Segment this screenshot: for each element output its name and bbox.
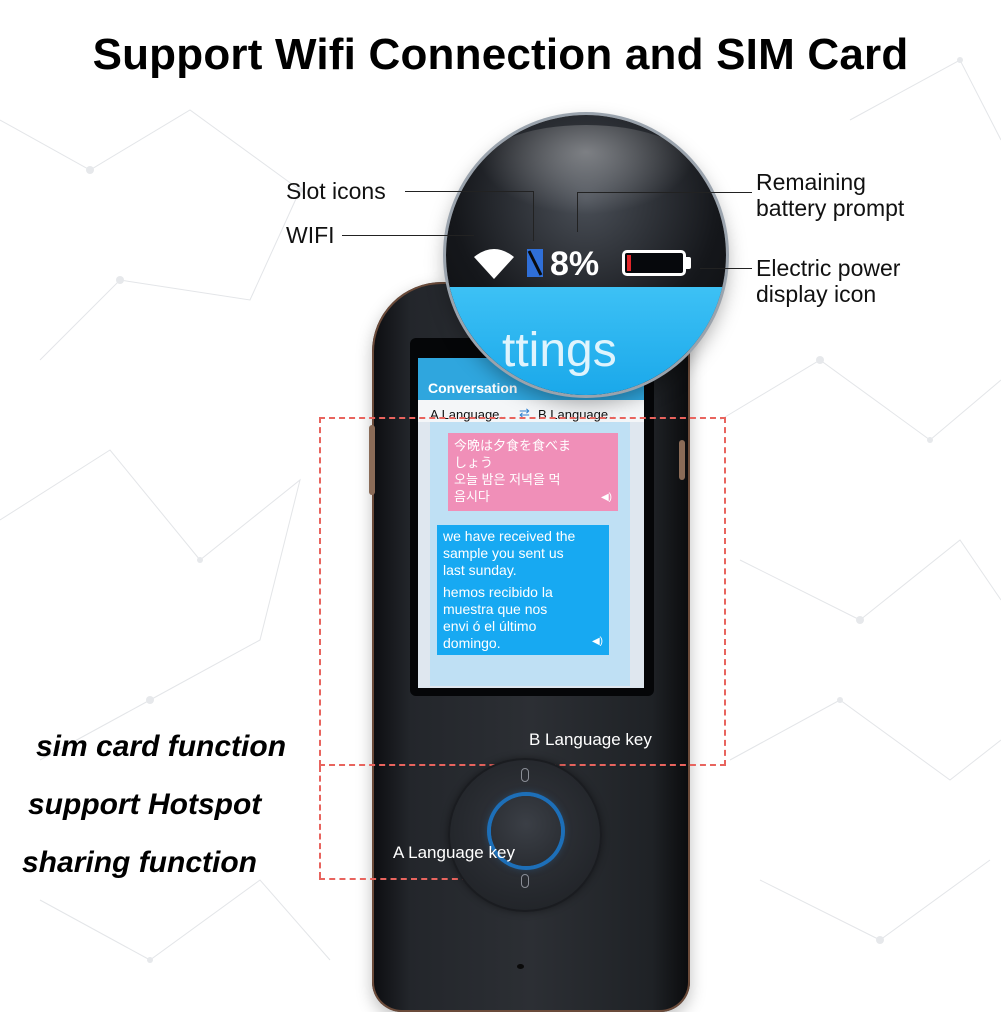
bubble-text: muestra que nos (443, 601, 548, 617)
bubble-text: 今晩は夕食を食べま (454, 438, 572, 453)
magnified-settings-text: ttings (502, 324, 617, 377)
leader-line (577, 192, 752, 193)
callout-power-icon-1: Electric power (756, 255, 901, 281)
side-button (369, 425, 375, 495)
chevron-down-icon: ⌄ (499, 411, 507, 421)
swap-languages-icon[interactable]: ⇄ (519, 405, 530, 420)
leader-line (342, 235, 474, 236)
magnifier-lens: ttings 8% (446, 115, 726, 395)
callout-power-icon-2: display icon (756, 281, 877, 307)
bubble-text: domingo. (443, 635, 501, 651)
leader-line (700, 268, 752, 269)
microphone-hole (517, 964, 524, 969)
page-title: Support Wifi Connection and SIM Card (92, 30, 909, 79)
dashed-pointer (319, 766, 321, 878)
battery-tip (686, 257, 691, 269)
side-button (679, 440, 685, 480)
feature-sharing: sharing function (22, 846, 257, 879)
b-language-key-label: B Language key (529, 730, 652, 749)
speaker-icon[interactable]: ◀) (600, 492, 612, 503)
microphone-icon (521, 768, 529, 782)
chevron-down-icon: ⌄ (608, 411, 616, 421)
leader-line (577, 192, 578, 232)
dashed-callout-box (319, 417, 726, 766)
microphone-icon (521, 874, 529, 888)
callout-slot-icons: Slot icons (286, 178, 386, 204)
battery-icon (622, 250, 686, 276)
bubble-text: we have received the (443, 528, 576, 544)
center-key[interactable] (491, 796, 561, 866)
battery-percent: 8% (550, 245, 600, 283)
leader-line (405, 191, 533, 192)
a-language-key-label: A Language key (393, 843, 515, 862)
leader-line (533, 191, 534, 241)
callout-wifi: WIFI (286, 222, 335, 248)
feature-hotspot: support Hotspot (28, 788, 262, 821)
bubble-text: しょう (454, 455, 494, 470)
chat-bubble-received: 今晩は夕食を食べま しょう 오늘 밤은 저녁을 먹 음시다 ◀) (448, 433, 618, 511)
callout-remaining-battery-2: battery prompt (756, 195, 905, 221)
wifi-icon (474, 249, 514, 279)
bubble-text: last sunday. (443, 562, 517, 578)
bubble-text: 오늘 밤은 저녁을 먹 (454, 472, 561, 487)
battery-level (627, 255, 631, 271)
bubble-text: sample you sent us (443, 545, 564, 561)
bubble-text: envi ó el último (443, 618, 537, 634)
chat-bubble-sent: we have received the sample you sent us … (437, 525, 609, 655)
bubble-text: 음시다 (454, 489, 490, 504)
sim-slot-icon (527, 249, 543, 277)
callout-remaining-battery-1: Remaining (756, 169, 866, 195)
lens-glare (476, 125, 696, 215)
speaker-icon[interactable]: ◀) (591, 636, 603, 647)
language-bar (418, 400, 644, 422)
bubble-text: hemos recibido la (443, 584, 553, 600)
magnified-settings-bar (446, 287, 726, 395)
feature-sim-card: sim card function (36, 730, 287, 763)
dashed-pointer (319, 878, 509, 880)
